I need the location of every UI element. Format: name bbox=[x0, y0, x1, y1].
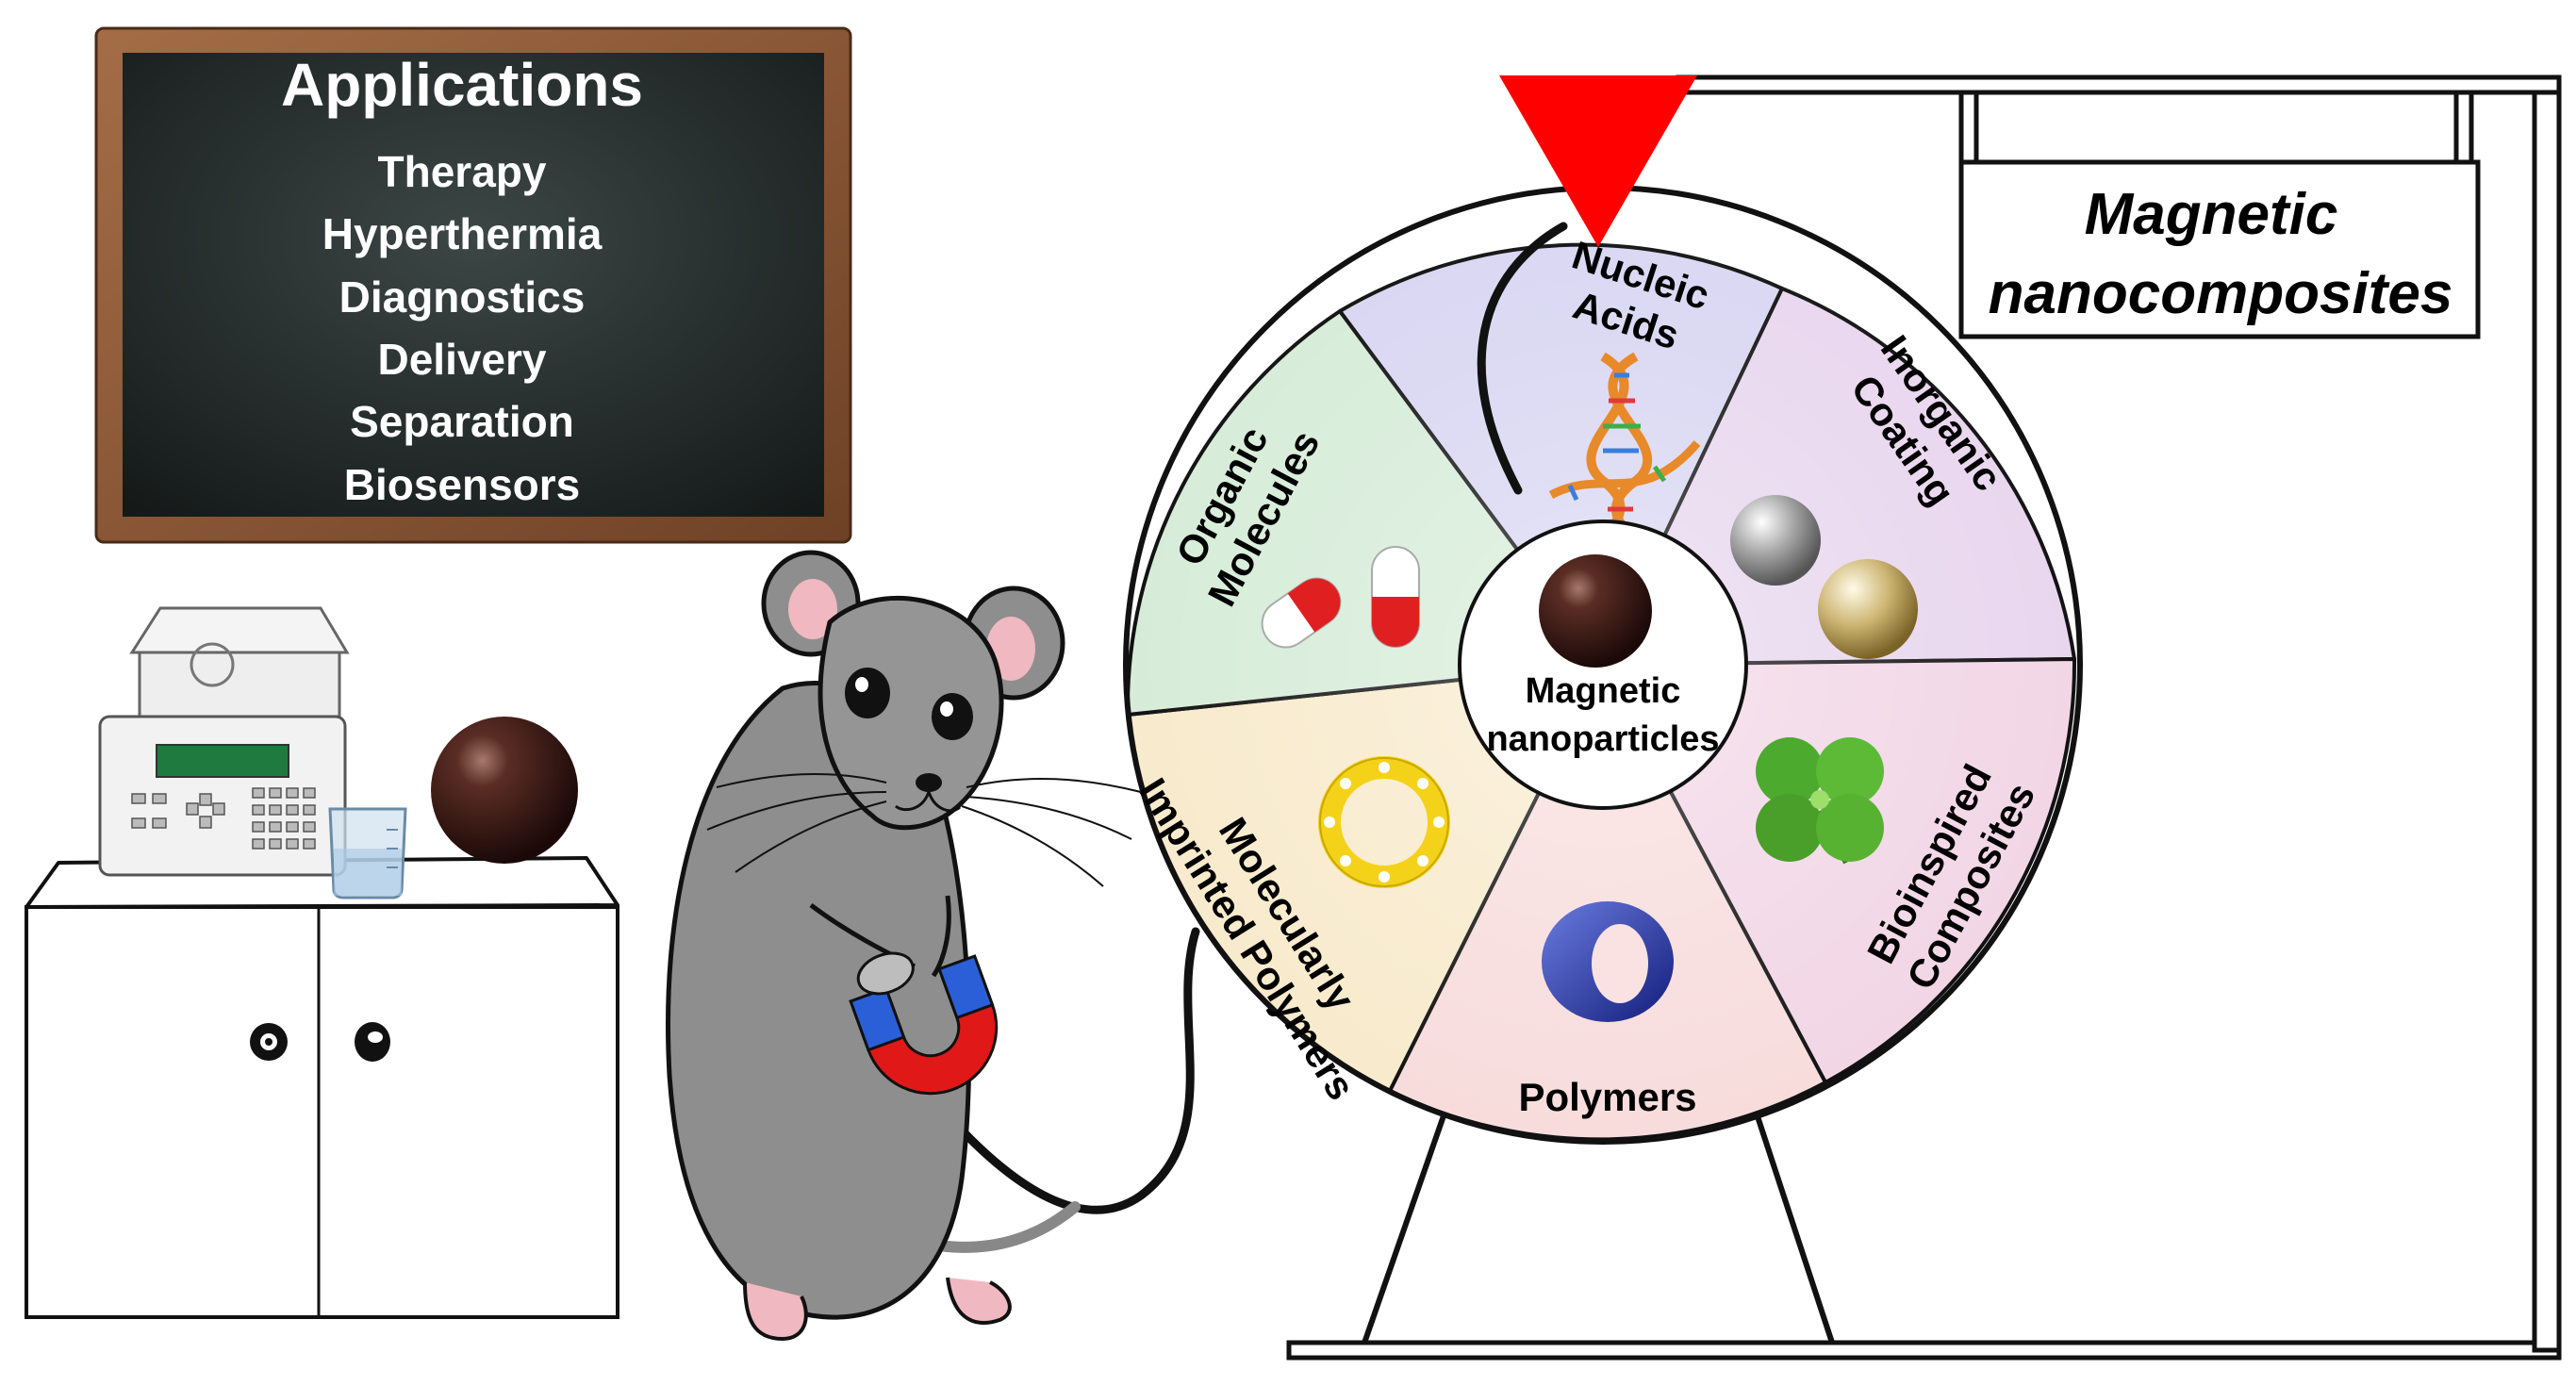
chalkboard: Applications Therapy Hyperthermia Diagno… bbox=[94, 26, 852, 544]
cabinet-knob-right bbox=[355, 1022, 390, 1062]
application-item: Diagnostics bbox=[339, 272, 586, 322]
chalkboard-surface bbox=[123, 53, 824, 517]
application-item: Delivery bbox=[377, 335, 546, 384]
gold-sphere-icon bbox=[1818, 559, 1918, 659]
application-item: Hyperthermia bbox=[322, 209, 603, 258]
silver-sphere-icon bbox=[1730, 495, 1821, 586]
magnetic-nanoparticle-sphere bbox=[431, 717, 578, 864]
application-item: Biosensors bbox=[344, 460, 581, 509]
rat bbox=[666, 550, 1142, 1342]
segment-label-polymers: Polymers bbox=[1518, 1075, 1696, 1119]
capsule-icon-1 bbox=[1261, 577, 1342, 649]
wheel-pointer bbox=[1499, 75, 1697, 247]
clover-icon bbox=[1756, 737, 1884, 865]
capsule-icon-2 bbox=[1371, 546, 1420, 648]
lab-cabinet bbox=[25, 856, 619, 1319]
hub-label: Magnetic bbox=[1526, 671, 1681, 711]
rat-eye bbox=[932, 693, 973, 740]
rat-nose bbox=[916, 773, 942, 792]
device-display bbox=[156, 744, 289, 778]
title-sign: Magnetic nanocomposites bbox=[1958, 92, 2481, 339]
cabinet-knob-left bbox=[250, 1023, 288, 1061]
rat-eye bbox=[845, 668, 890, 718]
sign-line-1: Magnetic bbox=[2085, 182, 2338, 247]
molecular-ring-icon bbox=[1318, 756, 1450, 888]
application-item: Therapy bbox=[378, 147, 547, 196]
wheel: Nucleic Acids Inorganic Coating Bioinspi… bbox=[1123, 185, 2083, 1145]
application-item: Separation bbox=[350, 397, 574, 446]
beaker bbox=[328, 807, 407, 899]
horseshoe-magnet-icon bbox=[849, 951, 999, 1096]
lab-device bbox=[98, 606, 350, 877]
chalkboard-title: Applications bbox=[281, 51, 643, 119]
hub-nanoparticle-sphere bbox=[1539, 554, 1652, 668]
polymer-ring-icon bbox=[1542, 901, 1674, 1022]
hub-label: nanoparticles bbox=[1486, 719, 1719, 759]
sign-line-2: nanocomposites bbox=[1989, 261, 2453, 326]
